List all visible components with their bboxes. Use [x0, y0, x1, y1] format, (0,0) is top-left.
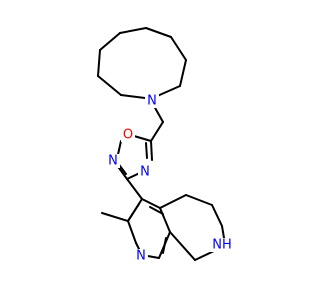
bond — [141, 198, 161, 209]
pyridine-nitrogen-label: N — [134, 249, 148, 264]
azocane-n-symbol: N — [147, 94, 157, 109]
bond — [145, 27, 172, 38]
bond — [145, 142, 148, 159]
ring-nh-label: NH — [209, 238, 235, 253]
bond — [159, 194, 187, 209]
oxadiazole-nitrogen-bottom-label: N — [138, 165, 152, 180]
pyridine-n-symbol: N — [136, 249, 146, 264]
bond — [120, 94, 146, 99]
bond — [97, 75, 122, 96]
atom-labels: N O N N N NH — [106, 94, 235, 264]
molecule-structure: N O N N N NH — [97, 27, 235, 264]
bond — [150, 121, 164, 142]
bond — [133, 135, 152, 142]
bond — [194, 250, 215, 261]
bond — [185, 194, 213, 206]
ring-nh-symbol: NH — [212, 238, 232, 253]
azocane-nitrogen-label: N — [145, 94, 159, 109]
oxadiazole-n-left-symbol: N — [108, 154, 118, 169]
oxadiazole-o-symbol: O — [123, 128, 133, 143]
bond — [179, 59, 187, 87]
bond — [149, 206, 164, 215]
bond — [99, 32, 121, 51]
bond — [154, 85, 181, 98]
bond — [119, 27, 147, 34]
bond — [170, 36, 187, 61]
bonds — [97, 27, 225, 261]
bond — [127, 220, 137, 244]
bond — [150, 140, 153, 161]
bond — [162, 237, 167, 254]
bond — [101, 212, 129, 222]
bond — [211, 204, 223, 227]
oxadiazole-nitrogen-left-label: N — [106, 154, 120, 169]
oxadiazole-n-bottom-symbol: N — [140, 165, 150, 180]
bond — [126, 178, 143, 200]
bond — [169, 231, 196, 261]
bond — [127, 203, 140, 222]
bond — [221, 225, 225, 239]
bond — [97, 49, 101, 77]
bond — [159, 207, 171, 233]
oxadiazole-oxygen-label: O — [121, 128, 135, 143]
bond — [153, 105, 164, 123]
